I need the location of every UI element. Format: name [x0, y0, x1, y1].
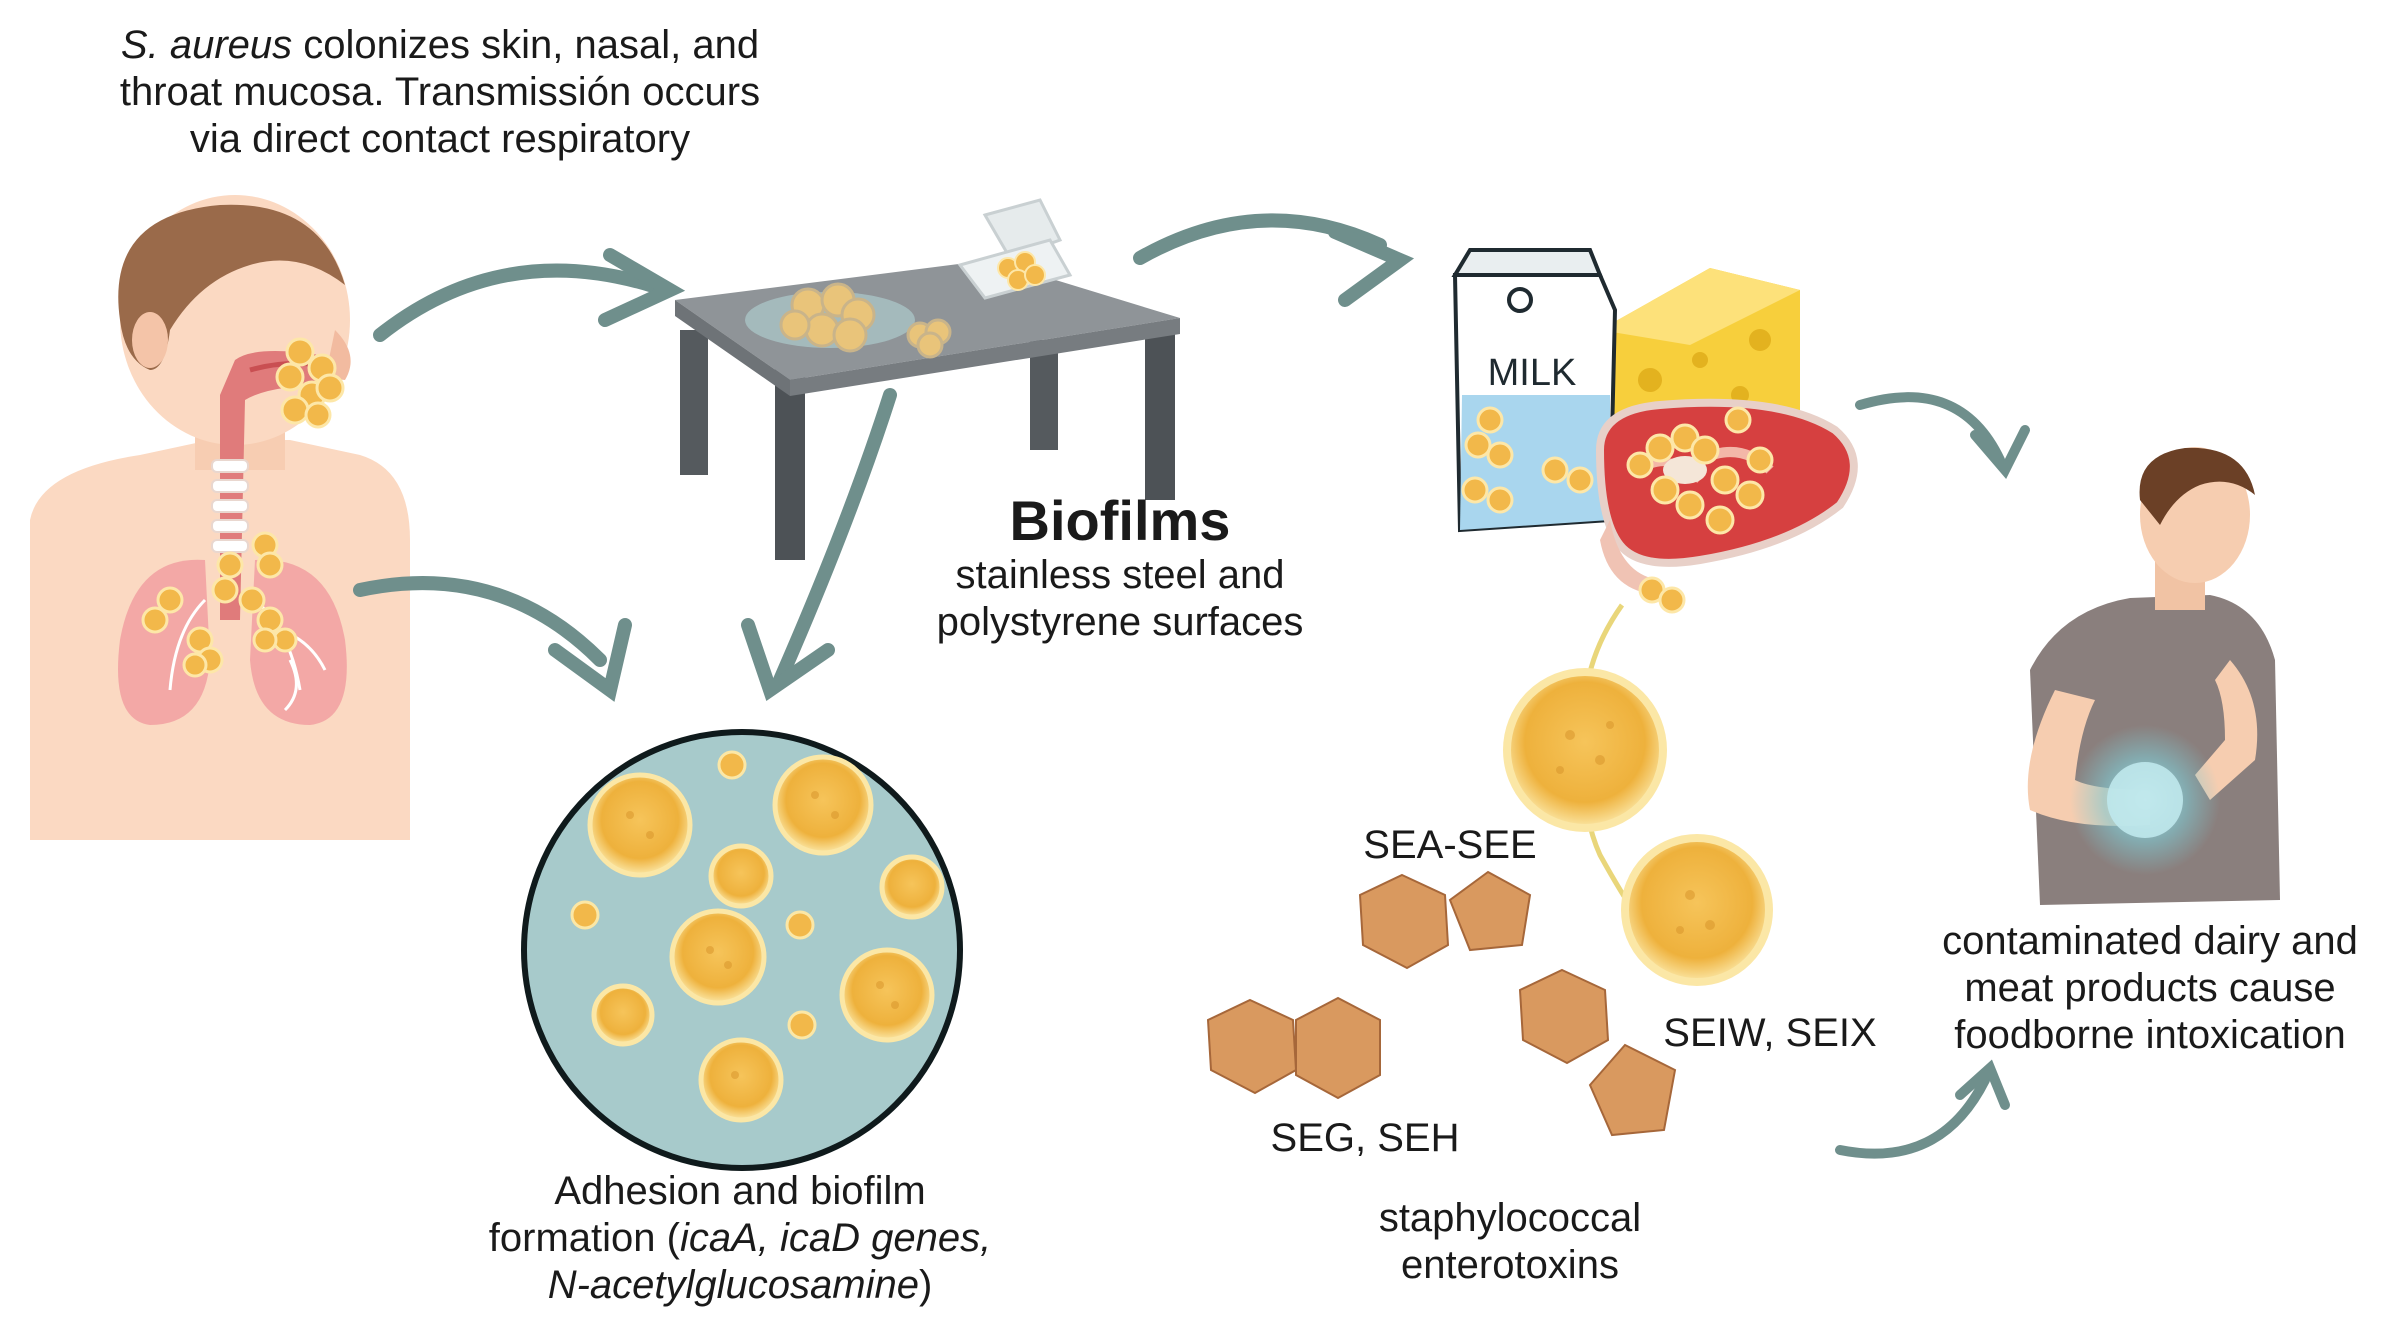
- arrow-foods-to-person: [1855, 392, 2005, 465]
- sick-person-illustration: [2027, 447, 2280, 905]
- enterotoxins-line-2: enterotoxins: [1401, 1243, 1619, 1288]
- arrow-head-table-to-dish: [741, 618, 835, 702]
- outcome-line-1: contaminated dairy and: [1942, 919, 2358, 963]
- food-products-illustration: MILK: [1451, 248, 1858, 614]
- arrow-head-foods-to-person: [1970, 425, 2030, 479]
- biofilms-line-1: stainless steel and: [955, 552, 1285, 597]
- toxin-bacteria-illustration: [1503, 603, 1773, 986]
- enterotoxins-caption: staphylococcal enterotoxins: [1330, 1195, 1690, 1289]
- arrow-head-human-to-table: [598, 248, 686, 327]
- adhesion-molecule: N-acetylglucosamine: [547, 1263, 919, 1308]
- transmission-line-1: colonizes skin, nasal, and: [292, 23, 760, 67]
- arrow-human-to-dish: [353, 576, 607, 667]
- milk-carton-label: MILK: [1488, 352, 1577, 394]
- outcome-line-3: foodborne intoxication: [1954, 1013, 2346, 1058]
- adhesion-caption: Adhesion and biofilm formation (icaA, ic…: [390, 1168, 1090, 1310]
- toxin-label-sea-see: SEA-SEE: [1363, 823, 1537, 867]
- transmission-line-3: via direct contact respiratory: [189, 117, 691, 162]
- adhesion-line-1: Adhesion and biofilm: [554, 1169, 926, 1213]
- arrow-head-human-to-dish: [548, 618, 632, 702]
- biofilms-title: Biofilms: [1009, 489, 1231, 552]
- arrow-toxins-to-outcome: [1835, 1075, 1990, 1159]
- outcome-line-2: meat products cause: [1964, 966, 2336, 1011]
- species-name: S. aureus: [120, 23, 293, 67]
- adhesion-line-3-plain: ): [918, 1263, 933, 1308]
- adhesion-genes: icaA, icaD genes,: [679, 1216, 992, 1261]
- arrow-head-toxins-to-outcome: [1955, 1059, 2010, 1110]
- human-respiratory-illustration: [30, 195, 410, 840]
- arrow-human-to-table: [373, 263, 657, 342]
- enterotoxin-hexagons: [1206, 870, 1677, 1137]
- toxin-label-seiw-seix: SEIW, SEIX: [1663, 1011, 1877, 1055]
- toxin-label-seg-seh: SEG, SEH: [1270, 1116, 1460, 1160]
- table-illustration: [675, 198, 1180, 560]
- adhesion-line-2-plain: formation (: [488, 1216, 680, 1261]
- flow-arrows: [353, 213, 2030, 1159]
- transmission-line-2: throat mucosa. Transmissión occurs: [119, 70, 761, 115]
- arrow-table-to-dish: [773, 388, 897, 687]
- transmission-caption: S. aureus colonizes skin, nasal, and thr…: [40, 22, 840, 164]
- biofilms-caption: Biofilms stainless steel and polystyrene…: [880, 490, 1360, 646]
- outcome-caption: contaminated dairy and meat products cau…: [1900, 918, 2400, 1060]
- arrow-head-table-to-foods: [1328, 225, 1415, 307]
- enterotoxins-line-1: staphylococcal: [1378, 1196, 1642, 1240]
- biofilm-dish: [521, 729, 963, 1171]
- biofilms-line-2: polystyrene surfaces: [936, 599, 1304, 644]
